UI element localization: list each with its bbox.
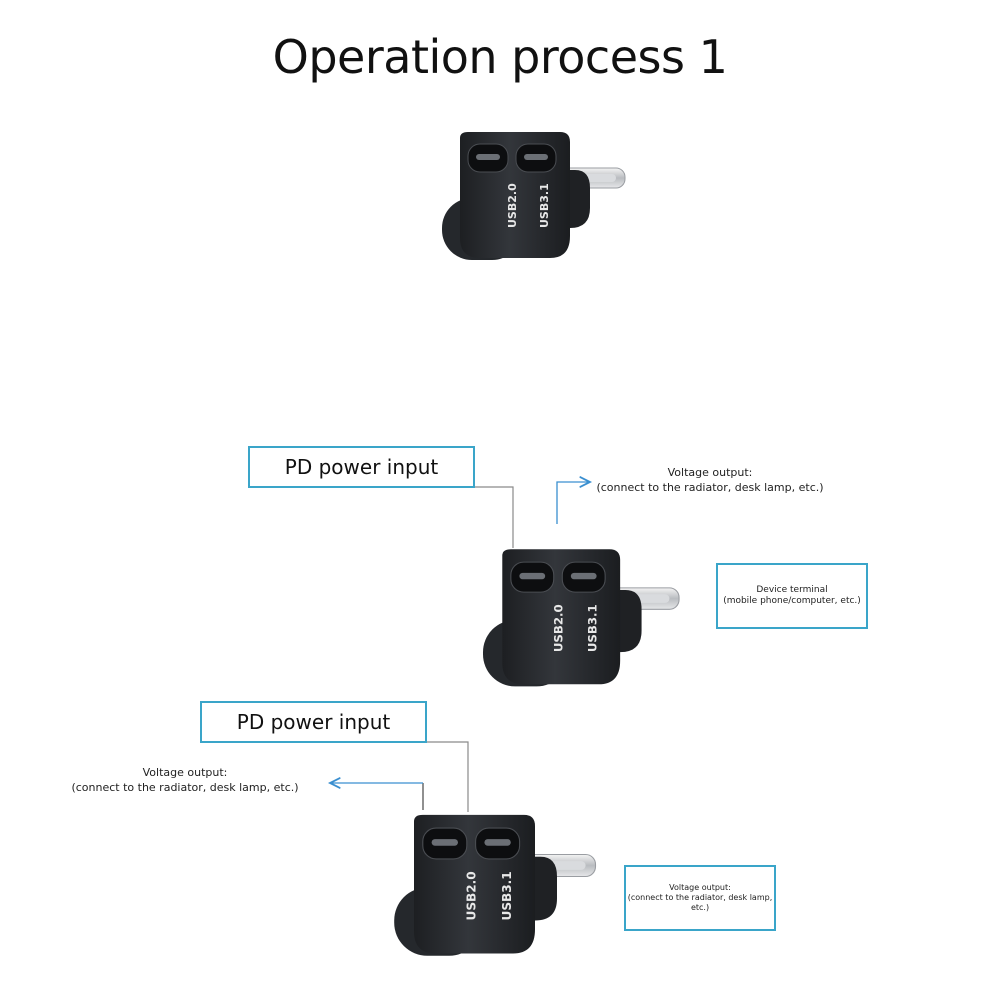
voltage-output-note-2: Voltage output: (connect to the radiator… xyxy=(590,466,830,496)
voltage-output-title-3: Voltage output: xyxy=(142,766,228,779)
adapter-image-3: USB2.0 USB3.1 xyxy=(394,814,597,956)
svg-text:USB3.1: USB3.1 xyxy=(538,183,551,228)
adapter-image-1: USB2.0 USB3.1 xyxy=(442,132,626,260)
page-title: Operation process 1 xyxy=(272,30,728,84)
voltage-output-desc-3: (connect to the radiator, desk lamp, etc… xyxy=(71,780,299,794)
device-terminal-box: Device terminal (mobile phone/computer, … xyxy=(716,563,868,629)
device-terminal-desc: (mobile phone/computer, etc.) xyxy=(723,596,861,606)
pd-power-input-box-2: PD power input xyxy=(248,446,475,488)
voltage-arrow-2 xyxy=(556,482,590,524)
pd-power-input-label-2: PD power input xyxy=(284,455,439,479)
pd-power-input-label-3: PD power input xyxy=(236,710,391,734)
svg-text:USB2.0: USB2.0 xyxy=(506,183,519,228)
svg-text:USB2.0: USB2.0 xyxy=(551,604,565,652)
pd-input-line-3 xyxy=(427,741,469,812)
voltage-output-title-2: Voltage output: xyxy=(667,466,753,479)
voltage-output-box-3: Voltage output: (connect to the radiator… xyxy=(624,865,776,931)
voltage-output-note-3: Voltage output: (connect to the radiator… xyxy=(60,766,310,796)
voltage-output-box-desc: (connect to the radiator, desk lamp, etc… xyxy=(627,893,773,912)
svg-text:USB3.1: USB3.1 xyxy=(500,871,514,920)
voltage-output-desc-2: (connect to the radiator, desk lamp, etc… xyxy=(596,480,824,494)
svg-text:USB2.0: USB2.0 xyxy=(465,871,479,920)
device-terminal-title: Device terminal xyxy=(756,584,828,595)
svg-text:USB3.1: USB3.1 xyxy=(586,604,600,652)
voltage-output-box-title: Voltage output: xyxy=(669,883,731,892)
pd-input-line-2 xyxy=(475,486,514,548)
adapter-image-2: USB2.0 USB3.1 xyxy=(483,549,680,687)
pd-power-input-box-3: PD power input xyxy=(200,701,427,743)
